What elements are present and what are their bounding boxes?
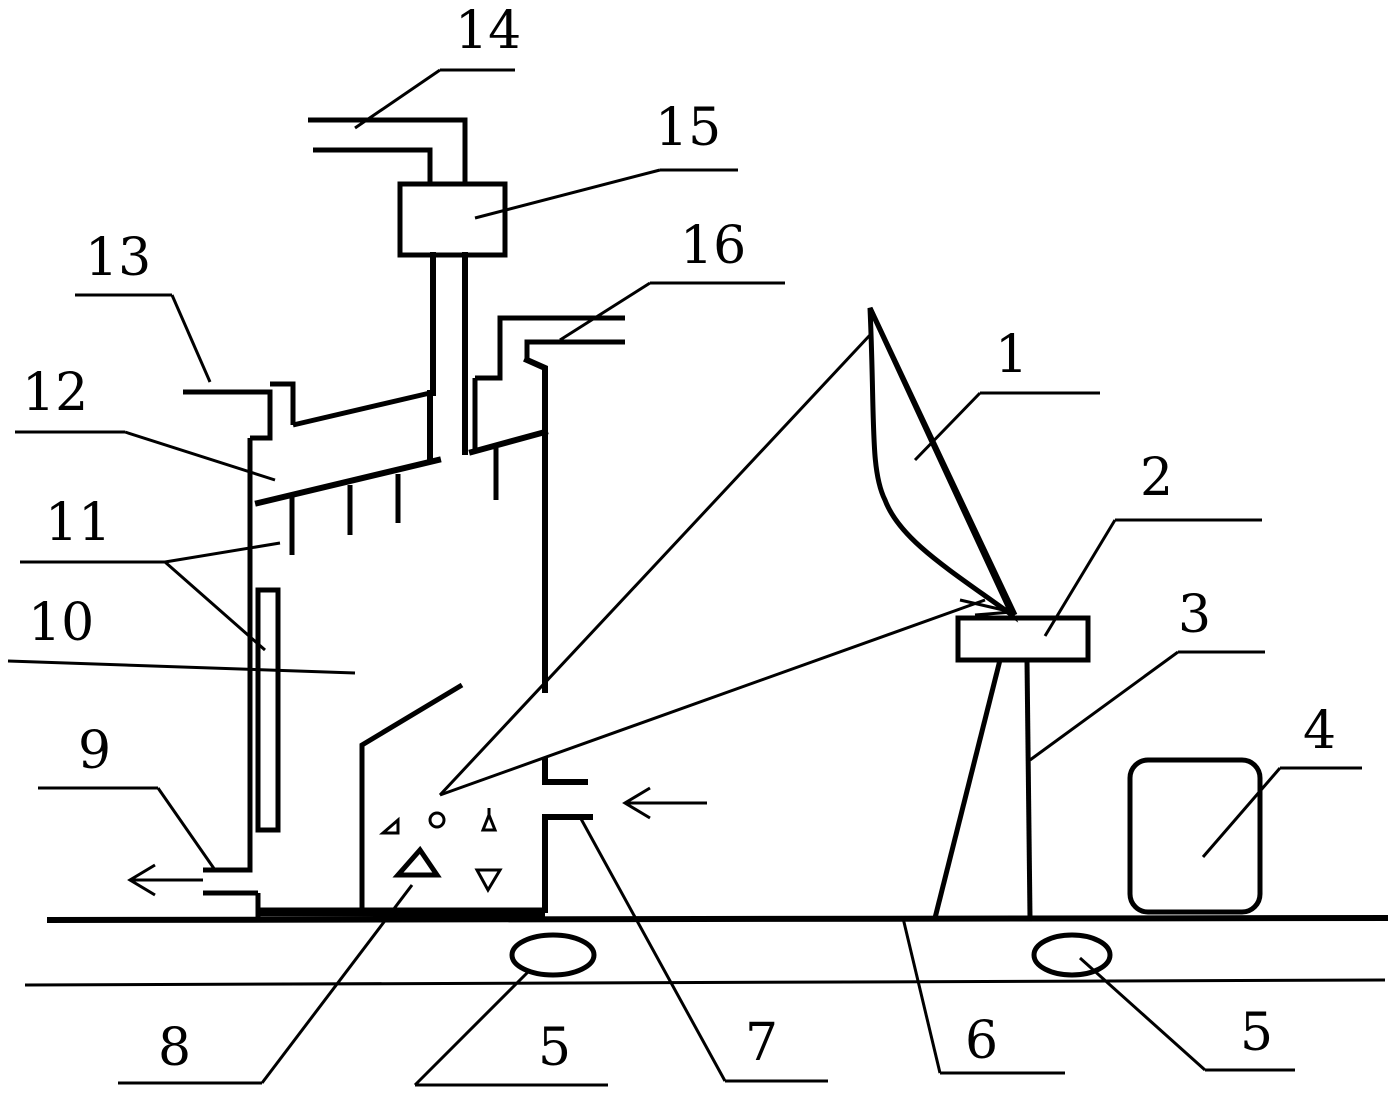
label-11: 11 — [45, 493, 111, 553]
inlet-lower — [542, 814, 593, 913]
baffle — [359, 682, 464, 912]
label-7: 7 — [745, 1013, 778, 1073]
pipe-16 — [475, 315, 625, 381]
chamber-right-wall — [523, 356, 548, 693]
box-2 — [955, 615, 1091, 663]
rail-line — [24, 978, 1386, 987]
reflector-1 — [867, 306, 1019, 623]
label-10: 10 — [28, 593, 94, 653]
label-3: 3 — [1178, 585, 1211, 645]
exhaust-arrow — [127, 863, 203, 897]
outer-wall — [203, 438, 253, 873]
box-15 — [397, 181, 508, 258]
pipe-14-a — [308, 117, 468, 184]
reflector-edge — [867, 306, 1018, 617]
side-panel — [255, 587, 281, 833]
label-13: 13 — [85, 228, 151, 288]
label-14: 14 — [455, 1, 521, 61]
particles — [378, 808, 503, 894]
label-15: 15 — [655, 98, 721, 158]
leader-lines — [7, 68, 1362, 1087]
inner-roof-right — [468, 428, 549, 456]
pipe-16-b — [524, 339, 625, 360]
cone-line-upper — [438, 333, 872, 797]
label-4: 4 — [1303, 701, 1336, 761]
label-16: 16 — [680, 216, 746, 276]
label-1: 1 — [995, 325, 1028, 385]
label-5-right: 5 — [1240, 1003, 1273, 1063]
tank-4 — [1127, 757, 1263, 915]
label-9: 9 — [78, 721, 111, 781]
label-6: 6 — [965, 1011, 998, 1071]
roof-top — [292, 390, 431, 428]
pipe-13 — [183, 389, 273, 441]
support-3 — [1024, 659, 1033, 919]
inlet-upper — [542, 757, 588, 785]
spray-teeth — [289, 448, 499, 555]
label-8: 8 — [158, 1018, 191, 1078]
label-12: 12 — [22, 363, 88, 423]
label-5-left: 5 — [538, 1018, 571, 1078]
pipe-14-b — [313, 147, 433, 184]
label-2: 2 — [1140, 448, 1173, 508]
wheel-right — [1031, 932, 1113, 978]
wheel-left — [509, 932, 597, 978]
support-6 — [932, 659, 1003, 919]
roof-inlet — [270, 381, 296, 425]
platform-line — [46, 914, 1389, 924]
reflector-tip — [959, 598, 1013, 617]
inner-roof — [254, 456, 442, 507]
inflow-arrow — [622, 786, 707, 820]
cone-line-lower — [439, 598, 986, 797]
